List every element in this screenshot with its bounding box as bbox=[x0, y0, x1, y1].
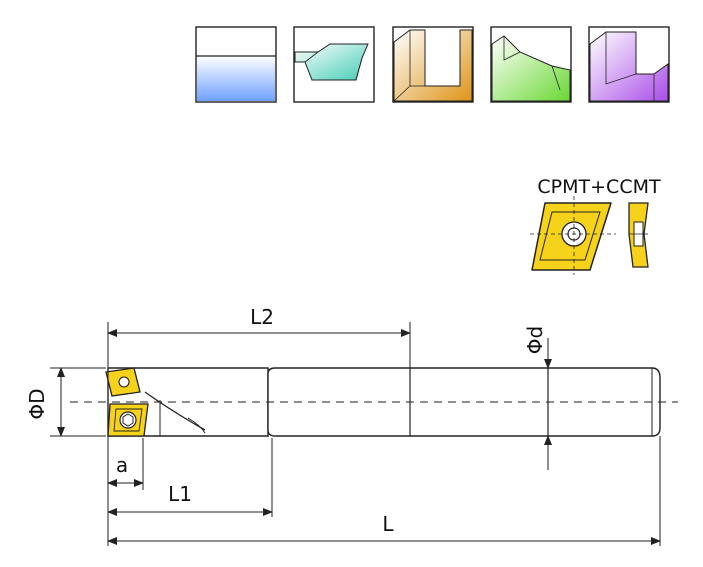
lower-insert bbox=[107, 403, 149, 437]
insert-top-view bbox=[530, 196, 616, 275]
dim-L2-label: L2 bbox=[250, 305, 274, 329]
dim-L1-label: L1 bbox=[168, 482, 192, 506]
dimension-lines bbox=[50, 322, 661, 546]
face-milling-icon bbox=[195, 26, 277, 103]
slotting-deep-icon bbox=[392, 26, 474, 103]
slotting-shallow-icon bbox=[293, 26, 375, 103]
dim-phi-d-label: Φd bbox=[523, 326, 547, 354]
side-milling-icon bbox=[588, 26, 670, 103]
dim-a-label: a bbox=[116, 453, 128, 477]
application-icons bbox=[195, 26, 670, 103]
shoulder-milling-icon bbox=[490, 26, 572, 103]
dim-phi-D-label: ΦD bbox=[25, 388, 49, 419]
dim-L-label: L bbox=[382, 512, 394, 536]
insert-side-view bbox=[628, 202, 649, 268]
tool-body bbox=[70, 367, 678, 437]
insert-type-label: CPMT+CCMT bbox=[537, 176, 661, 198]
